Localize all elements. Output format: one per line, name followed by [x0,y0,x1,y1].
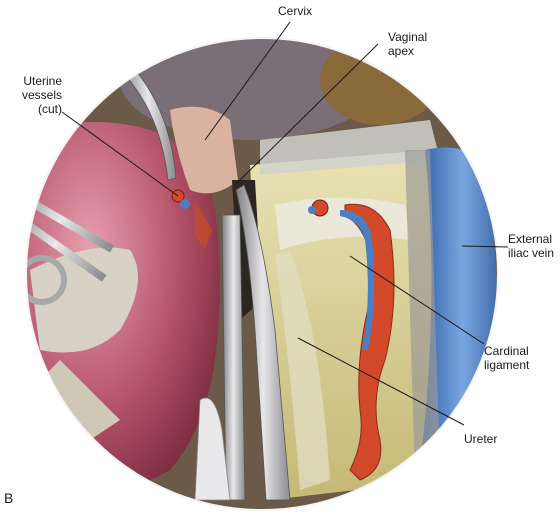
label-vaginal-apex: Vaginal apex [388,30,428,58]
clamp-left-vertical [221,214,246,501]
cervix [170,106,238,194]
leader-lines [61,21,509,426]
uterine-vein [340,210,375,350]
label-uterine-vessels: Uterine vessels (cut) [21,74,62,116]
surgical-field [26,38,498,510]
leader-ureter [297,337,465,426]
label-cervix: Cervix [278,4,313,18]
leader-cervix [204,21,291,141]
label-cardinal-ligament: Cardinal ligament [484,344,530,372]
label-ureter: Ureter [464,432,498,446]
label-external-iliac-vein: External iliac vein [508,232,555,260]
clamp-right-vertical [235,184,291,501]
retractor [194,397,231,501]
panel-letter: B [4,490,14,506]
leader-vaginal-apex [237,43,379,183]
leader-uterine-vessels [61,111,179,197]
leader-cardinal-ligament [349,255,485,345]
leader-external-iliac-vein [461,245,509,248]
